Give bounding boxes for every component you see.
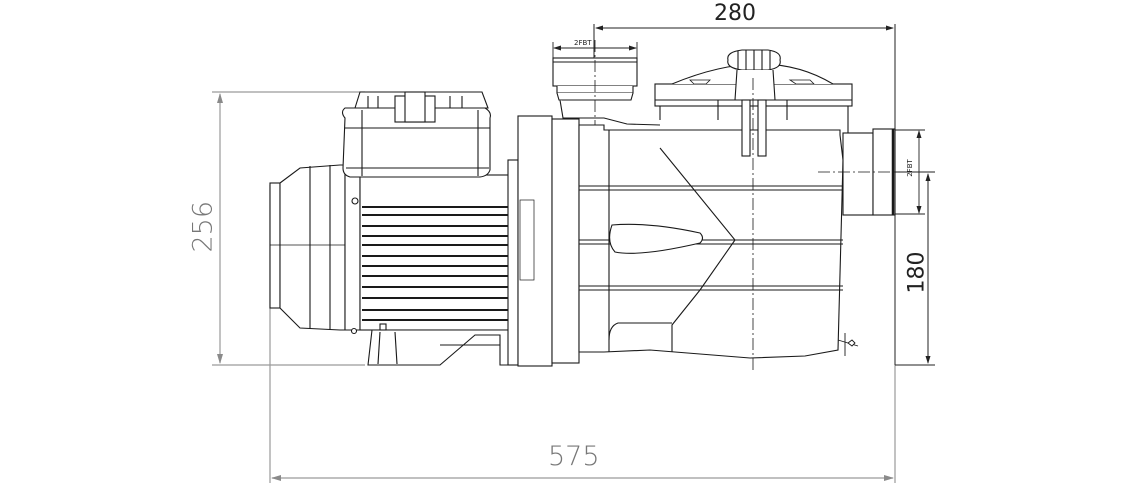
motor-bolt [351, 197, 359, 205]
terminal-box [341, 91, 491, 178]
inlet-port [552, 57, 661, 126]
dimension-height-180 [890, 171, 935, 366]
lid-knob [727, 49, 781, 157]
outlet-thread-label: 2FBT [905, 159, 914, 177]
centerlines [594, 40, 900, 370]
motor-end-shield [344, 161, 361, 331]
strainer-housing [552, 49, 896, 359]
motor-fan-cover [269, 164, 355, 331]
dimension-label-256: 256 [187, 200, 219, 253]
inlet-thread-label: 2FBT [574, 39, 592, 47]
dimension-label-280: 280 [714, 1, 756, 26]
dimension-label-180: 180 [904, 251, 930, 294]
volute-teardrop [609, 223, 704, 254]
motor-foot [367, 323, 513, 366]
motor-housing [359, 174, 511, 331]
motor [269, 91, 513, 366]
drain-plug [837, 333, 859, 356]
dimension-label-575: 575 [548, 441, 600, 472]
motor-fins [362, 206, 508, 321]
pump-flange [507, 115, 580, 367]
dimension-height-256 [212, 91, 365, 366]
